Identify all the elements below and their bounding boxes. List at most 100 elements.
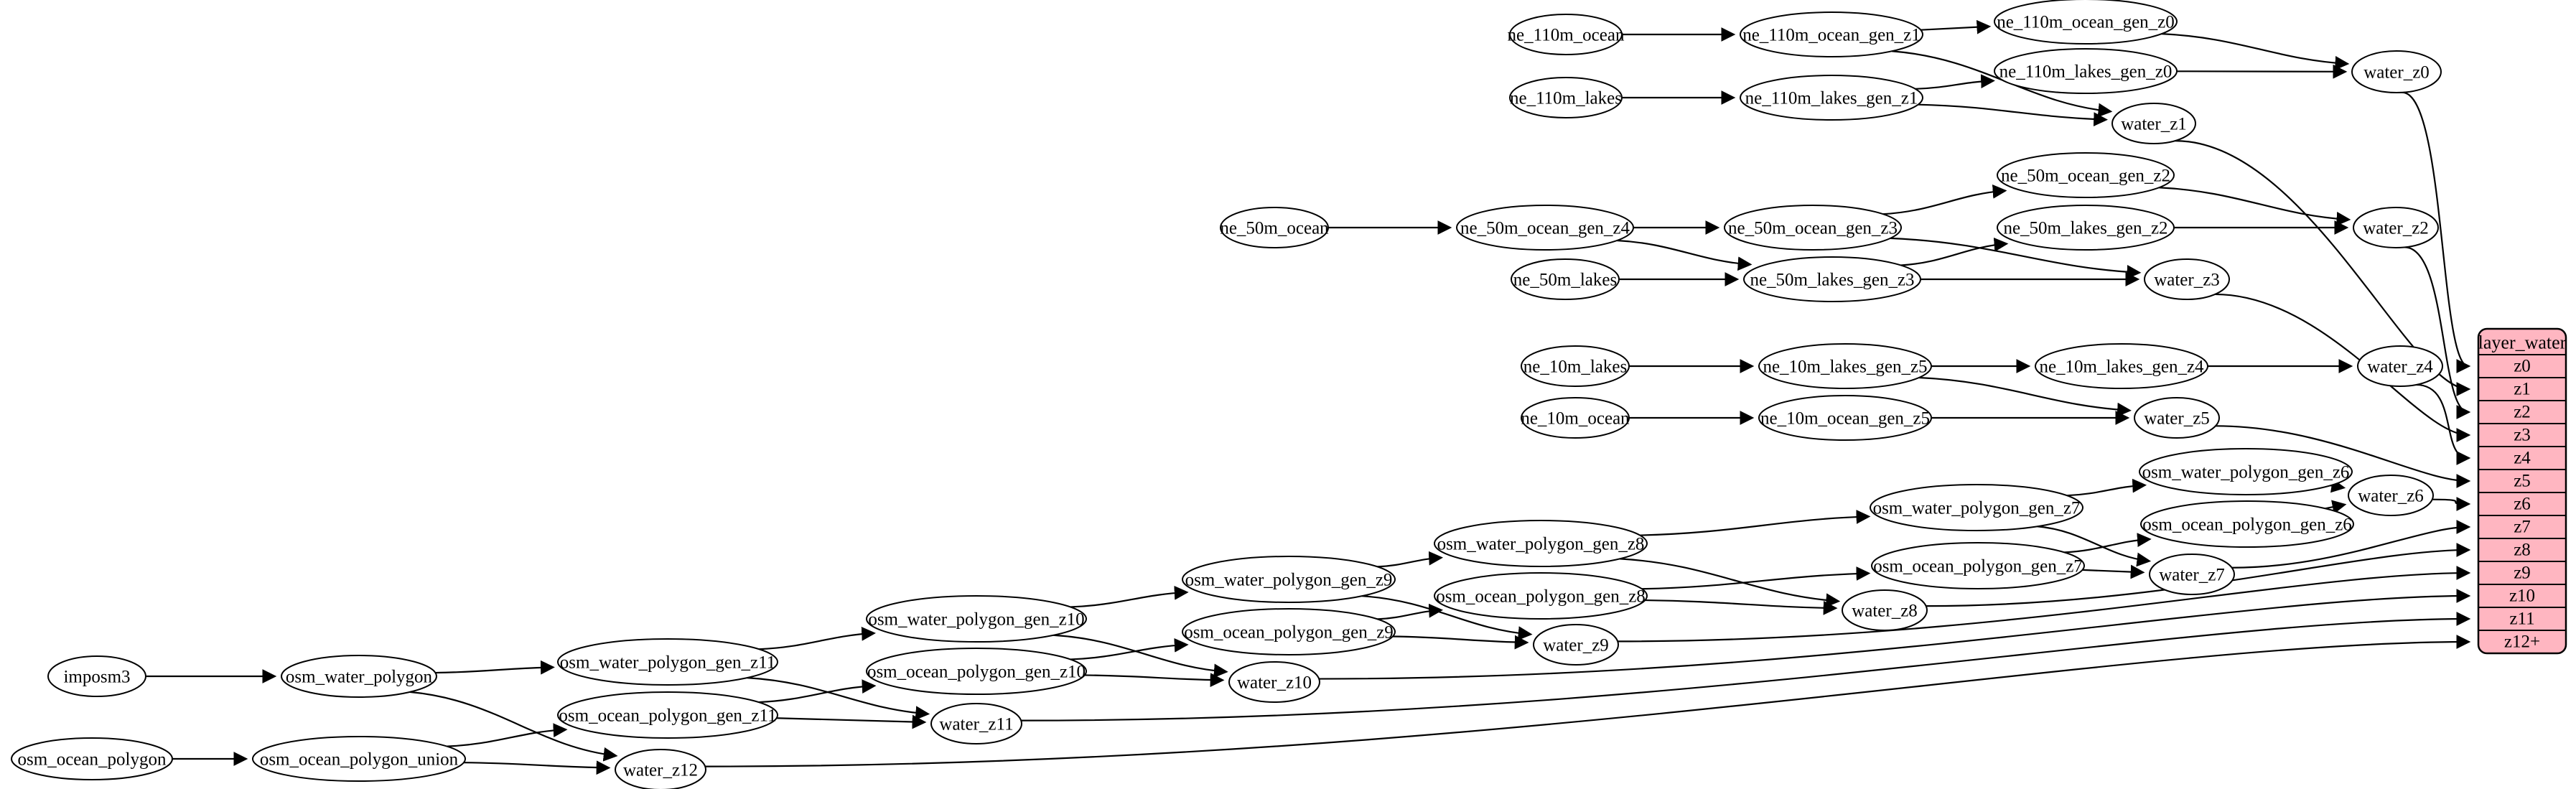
layer-water-row-z2[interactable]: z2	[2514, 403, 2531, 422]
layer-water-row-z8[interactable]: z8	[2514, 541, 2531, 560]
graph-node-osm_ocean_polygon[interactable]: osm_ocean_polygon	[11, 737, 173, 780]
graph-edge	[1645, 599, 1838, 615]
graph-node-label: water_z11	[939, 715, 1013, 734]
layer-water-row-z5[interactable]: z5	[2514, 472, 2531, 491]
layer-water-header: layer_water	[2478, 332, 2567, 353]
graph-node-ne_10m_ocean_gen_z5[interactable]: ne_10m_ocean_gen_z5	[1758, 395, 1932, 441]
graph-edge	[2215, 425, 2471, 488]
graph-node-ne_50m_lakes_gen_z2[interactable]: ne_50m_lakes_gen_z2	[1997, 205, 2175, 251]
graph-node-osm_water_polygon_gen_z11[interactable]: osm_water_polygon_gen_z11	[557, 638, 778, 686]
graph-node-ne_10m_lakes_gen_z4[interactable]: ne_10m_lakes_gen_z4	[2035, 343, 2208, 389]
graph-edge	[1070, 638, 1189, 660]
graph-node-label: osm_water_polygon_gen_z8	[1437, 535, 1645, 554]
graph-node-water_z10[interactable]: water_z10	[1228, 661, 1320, 703]
graph-node-imposm3[interactable]: imposm3	[47, 655, 146, 697]
layer-water-row-z7[interactable]: z7	[2514, 518, 2531, 537]
graph-node-osm_water_polygon_gen_z6[interactable]: osm_water_polygon_gen_z6	[2139, 448, 2353, 495]
graph-edge	[1021, 612, 2471, 722]
layer-water-row-z10[interactable]: z10	[2509, 587, 2535, 606]
graph-node-label: water_z4	[2367, 358, 2433, 377]
graph-node-label: osm_water_polygon	[286, 668, 433, 687]
layer-water-row-z4[interactable]: z4	[2514, 449, 2531, 468]
layer-water-node[interactable]: layer_water z0 z1 z2 z3 z4 z5 z6 z7 z8 z9 z10 z11 z12…	[2477, 327, 2567, 655]
graph-node-water_z0[interactable]: water_z0	[2351, 50, 2442, 93]
graph-node-water_z9[interactable]: water_z9	[1533, 624, 1619, 666]
graph-node-ne_50m_ocean_gen_z4[interactable]: ne_50m_ocean_gen_z4	[1456, 205, 1634, 251]
graph-edge	[1377, 603, 1444, 620]
graph-node-osm_water_polygon_gen_z8[interactable]: osm_water_polygon_gen_z8	[1434, 520, 1648, 567]
layer-water-table[interactable]: layer_water z0 z1 z2 z3 z4 z5 z6 z7 z8 z9 z10 z11 z12…	[2477, 327, 2567, 655]
graph-node-label: water_z7	[2159, 566, 2225, 585]
layer-water-row-z6[interactable]: z6	[2514, 495, 2531, 514]
graph-node-water_z8[interactable]: water_z8	[1842, 589, 1928, 631]
graph-edge	[1361, 595, 1533, 640]
graph-node-label: osm_water_polygon_gen_z9	[1185, 571, 1393, 590]
graph-node-label: osm_ocean_polygon_union	[260, 750, 459, 770]
graph-node-label: ne_50m_lakes	[1513, 271, 1617, 290]
layer-water-row-z0[interactable]: z0	[2514, 357, 2531, 376]
graph-node-ne_50m_ocean_gen_z2[interactable]: ne_50m_ocean_gen_z2	[1997, 152, 2175, 198]
graph-node-osm_water_polygon[interactable]: osm_water_polygon	[281, 655, 437, 698]
graph-edge	[1921, 19, 1992, 34]
graph-node-osm_water_polygon_gen_z10[interactable]: osm_water_polygon_gen_z10	[866, 595, 1087, 643]
graph-node-water_z3[interactable]: water_z3	[2144, 258, 2230, 300]
graph-edge	[1084, 673, 1225, 688]
graph-node-water_z1[interactable]: water_z1	[2111, 103, 2196, 144]
graph-node-water_z5[interactable]: water_z5	[2134, 397, 2220, 439]
graph-edge	[1053, 634, 1228, 678]
graph-node-ne_50m_ocean[interactable]: ne_50m_ocean	[1220, 207, 1329, 248]
layer-water-row-z3[interactable]: z3	[2514, 426, 2531, 445]
graph-edge	[463, 760, 611, 775]
graph-node-osm_ocean_polygon_gen_z9[interactable]: osm_ocean_polygon_gen_z9	[1182, 608, 1396, 655]
graph-edge	[1918, 103, 2108, 127]
layer-water-row-z12plus[interactable]: z12+	[2504, 632, 2540, 652]
graph-node-ne_10m_ocean[interactable]: ne_10m_ocean	[1521, 397, 1630, 439]
graph-node-osm_ocean_polygon_gen_z8[interactable]: osm_ocean_polygon_gen_z8	[1434, 572, 1648, 620]
graph-edge	[758, 679, 877, 704]
graph-edge	[2416, 383, 2471, 465]
graph-node-water_z2[interactable]: water_z2	[2353, 207, 2439, 248]
graph-node-ne_110m_lakes[interactable]: ne_110m_lakes	[1509, 77, 1623, 118]
graph-node-osm_ocean_polygon_gen_z6[interactable]: osm_ocean_polygon_gen_z6	[2140, 500, 2354, 548]
graph-node-label: water_z2	[2363, 219, 2429, 238]
graph-node-osm_ocean_polygon_gen_z11[interactable]: osm_ocean_polygon_gen_z11	[557, 691, 778, 739]
graph-node-ne_10m_lakes_gen_z5[interactable]: ne_10m_lakes_gen_z5	[1758, 343, 1932, 389]
graph-node-ne_110m_lakes_gen_z0[interactable]: ne_110m_lakes_gen_z0	[1994, 48, 2178, 94]
graph-node-water_z7[interactable]: water_z7	[2149, 554, 2235, 595]
graph-edge	[1915, 74, 1995, 90]
graph-edge	[2037, 526, 2152, 567]
graph-node-ne_50m_lakes[interactable]: ne_50m_lakes	[1511, 258, 1620, 300]
layer-water-row-z1[interactable]: z1	[2514, 380, 2531, 399]
layer-water-row-z11[interactable]: z11	[2509, 610, 2534, 629]
graph-node-label: water_z3	[2154, 271, 2220, 290]
graph-node-label: ne_110m_ocean_gen_z1	[1742, 26, 1921, 45]
graph-edge	[1918, 376, 2132, 417]
graph-node-ne_50m_lakes_gen_z3[interactable]: ne_50m_lakes_gen_z3	[1743, 256, 1921, 302]
graph-node-ne_10m_lakes[interactable]: ne_10m_lakes	[1521, 345, 1630, 387]
graph-node-ne_110m_lakes_gen_z1[interactable]: ne_110m_lakes_gen_z1	[1740, 75, 1923, 121]
graph-node-osm_ocean_polygon_gen_z7[interactable]: osm_ocean_polygon_gen_z7	[1871, 542, 2085, 589]
graph-node-ne_110m_ocean[interactable]: ne_110m_ocean	[1508, 14, 1625, 55]
graph-node-label: ne_110m_ocean_gen_z0	[1997, 13, 2175, 32]
graph-edge	[705, 635, 2471, 767]
graph-node-osm_ocean_polygon_gen_z10[interactable]: osm_ocean_polygon_gen_z10	[866, 648, 1087, 695]
graph-node-osm_water_polygon_gen_z7[interactable]: osm_water_polygon_gen_z7	[1870, 484, 2083, 531]
graph-node-label: ne_10m_lakes	[1523, 358, 1627, 377]
graph-node-ne_110m_ocean_gen_z1[interactable]: ne_110m_ocean_gen_z1	[1740, 11, 1923, 57]
graph-node-ne_50m_ocean_gen_z3[interactable]: ne_50m_ocean_gen_z3	[1724, 205, 1902, 251]
graph-node-water_z4[interactable]: water_z4	[2357, 345, 2443, 387]
graph-node-water_z12[interactable]: water_z12	[615, 749, 706, 789]
graph-node-label: ne_110m_ocean	[1508, 26, 1625, 45]
graph-edge	[409, 691, 618, 762]
graph-node-water_z11[interactable]: water_z11	[930, 703, 1022, 744]
graph-node-osm_water_polygon_gen_z9[interactable]: osm_water_polygon_gen_z9	[1182, 556, 1396, 603]
graph-node-label: imposm3	[63, 668, 130, 687]
layer-water-row-z9[interactable]: z9	[2514, 564, 2531, 583]
graph-node-osm_ocean_polygon_union[interactable]: osm_ocean_polygon_union	[252, 736, 466, 782]
graph-node-ne_110m_ocean_gen_z0[interactable]: ne_110m_ocean_gen_z0	[1994, 0, 2178, 45]
graph-edge	[2082, 564, 2145, 579]
graph-edge	[1926, 543, 2471, 607]
graph-node-label: osm_water_polygon_gen_z6	[2142, 463, 2350, 482]
graph-node-water_z6[interactable]: water_z6	[2348, 475, 2434, 516]
